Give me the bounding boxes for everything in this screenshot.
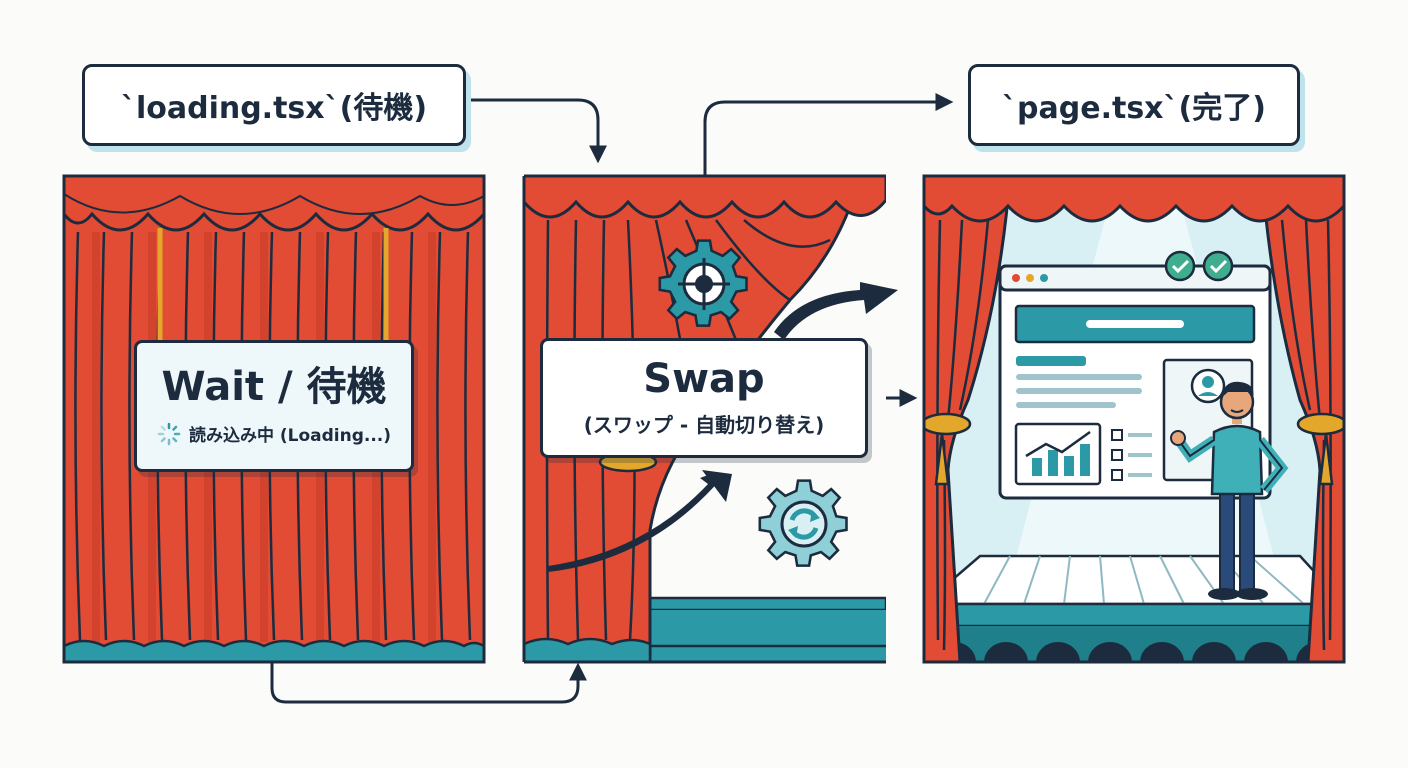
checklist: [1111, 429, 1123, 481]
check-icon: [1164, 250, 1234, 282]
swap-title: Swap: [643, 356, 765, 402]
arrow-swap-to-page: [703, 93, 954, 176]
wait-sign: Wait / 待機 読み込み中 (Loading...): [134, 340, 414, 472]
presenter: [1170, 381, 1289, 600]
spinner-icon: [157, 422, 181, 445]
wait-subtitle-row: 読み込み中 (Loading...): [137, 421, 411, 446]
arrow-icon: [548, 282, 898, 572]
chart-icon: [1014, 422, 1102, 486]
browser-window: [998, 264, 1272, 500]
gear-refresh-icon: [758, 479, 848, 567]
page-tsx-label: `page.tsx`(完了): [968, 64, 1300, 146]
panel-page: [924, 176, 1344, 662]
loading-tsx-label: `loading.tsx`(待機): [82, 64, 466, 146]
gear-target-icon: [658, 239, 748, 327]
swap-sign: Swap (スワップ - 自動切り替え): [540, 338, 868, 458]
wait-subtitle: 読み込み中 (Loading...): [188, 426, 392, 446]
arrow-loading-to-swap: [466, 98, 607, 164]
arrow-bottom-wait-to-swap: [270, 662, 587, 704]
wait-title: Wait / 待機: [161, 364, 387, 410]
swap-subtitle: (スワップ - 自動切り替え): [583, 413, 825, 437]
